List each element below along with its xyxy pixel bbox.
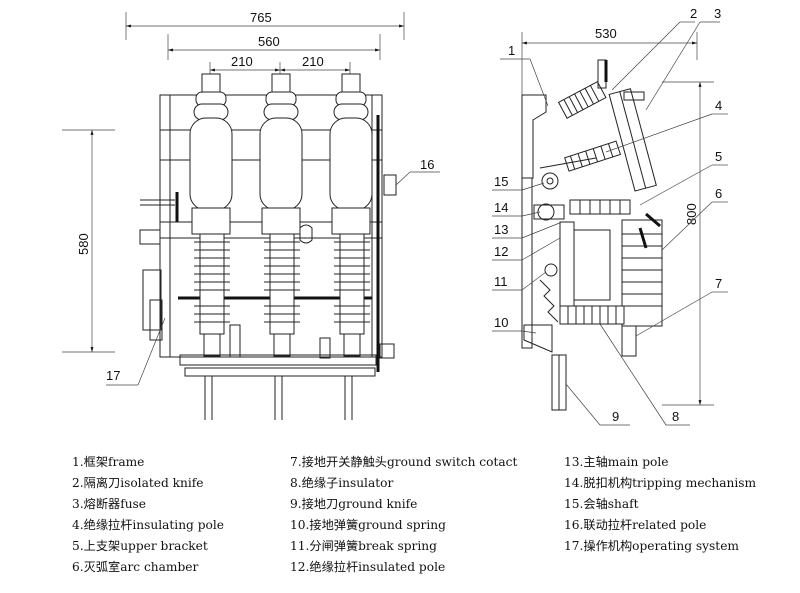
dim-210-right: 210 bbox=[302, 54, 324, 69]
pole-1 bbox=[189, 73, 233, 357]
legend-item: 9.接地刀ground knife bbox=[290, 497, 418, 511]
dim-580: 580 bbox=[76, 233, 91, 255]
legend-column-2: 7.接地开关静触头ground switch cotact 8.绝缘子insul… bbox=[290, 452, 517, 578]
callout-15: 15 bbox=[494, 174, 508, 189]
legend-item: 5.上支架upper bracket bbox=[72, 539, 208, 553]
parts-legend: 1.框架frame 2.隔离刀isolated knife 3.熔断器fuse … bbox=[72, 452, 792, 582]
callout-6: 6 bbox=[715, 186, 722, 201]
legend-item: 17.操作机构operating system bbox=[564, 539, 739, 553]
dim-800: 800 bbox=[684, 203, 699, 225]
dim-210-left: 210 bbox=[231, 54, 253, 69]
callout-13: 13 bbox=[494, 222, 508, 237]
callout-16: 16 bbox=[420, 157, 434, 172]
legend-column-3: 13.主轴main pole 14.脱扣机构tripping mechanism… bbox=[564, 452, 756, 557]
callout-11: 11 bbox=[494, 274, 508, 289]
legend-item: 15.会轴shaft bbox=[564, 497, 639, 511]
callout-5: 5 bbox=[715, 149, 722, 164]
callout-12: 12 bbox=[494, 244, 508, 259]
legend-item: 12.绝缘拉杆insulated pole bbox=[290, 560, 446, 574]
legend-item: 3.熔断器fuse bbox=[72, 497, 147, 511]
callout-2: 2 bbox=[690, 6, 697, 21]
legend-item: 1.框架frame bbox=[72, 455, 145, 469]
legend-item: 16.联动拉杆related pole bbox=[564, 518, 707, 532]
callout-8: 8 bbox=[672, 409, 679, 424]
callout-4: 4 bbox=[715, 98, 722, 113]
dim-560: 560 bbox=[258, 34, 280, 49]
legend-item: 4.绝缘拉杆insulating pole bbox=[72, 518, 224, 532]
legend-item: 7.接地开关静触头ground switch cotact bbox=[290, 455, 518, 469]
callout-7: 7 bbox=[715, 276, 722, 291]
pole-3 bbox=[329, 73, 373, 357]
legend-item: 14.脱扣机构tripping mechanism bbox=[564, 476, 757, 490]
callout-17: 17 bbox=[106, 368, 120, 383]
technical-drawing: 765 560 210 210 580 bbox=[62, 6, 728, 426]
legend-column-1: 1.框架frame 2.隔离刀isolated knife 3.熔断器fuse … bbox=[72, 452, 224, 578]
pole-2 bbox=[259, 73, 303, 357]
legend-item: 13.主轴main pole bbox=[564, 455, 669, 469]
legend-item: 8.绝缘子insulator bbox=[290, 476, 394, 490]
legend-item: 6.灭弧室arc chamber bbox=[72, 560, 199, 574]
legend-item: 11.分闸弹簧break spring bbox=[290, 539, 437, 553]
legend-item: 10.接地弹簧ground spring bbox=[290, 518, 446, 532]
callout-10: 10 bbox=[494, 315, 508, 330]
side-view: 530 800 bbox=[492, 6, 728, 426]
legend-item: 2.隔离刀isolated knife bbox=[72, 476, 204, 490]
callout-9: 9 bbox=[612, 409, 619, 424]
callout-1: 1 bbox=[508, 43, 515, 58]
callout-14: 14 bbox=[494, 200, 508, 215]
callout-3: 3 bbox=[714, 6, 721, 21]
front-view: 765 560 210 210 580 bbox=[62, 10, 440, 420]
dim-765: 765 bbox=[250, 10, 272, 25]
dim-530: 530 bbox=[595, 26, 617, 41]
